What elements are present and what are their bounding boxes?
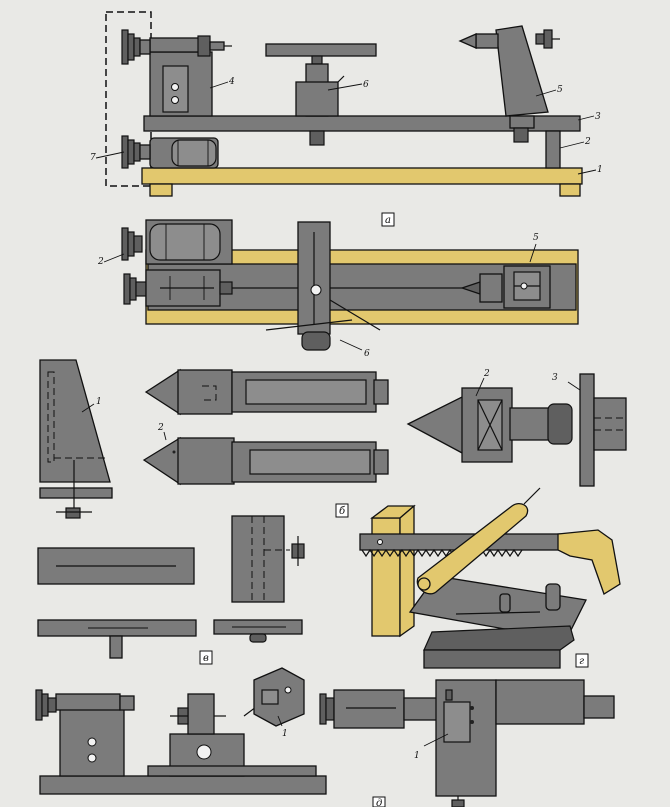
callout-6-top: 6 <box>364 349 370 359</box>
callout-3: 3 <box>595 112 601 122</box>
callout-7: 7 <box>90 153 96 163</box>
tailstock-body <box>39 359 111 483</box>
callout-6: 6 <box>363 80 369 90</box>
bottom-pulley <box>121 135 151 169</box>
panel-d-headstock-modified: 1 1 д <box>35 667 615 807</box>
bearing-center-assembly <box>406 387 573 463</box>
panel-label-g: г <box>579 656 584 667</box>
top-pulley <box>121 29 151 65</box>
live-center-upper <box>144 368 389 416</box>
panel-b-tailstock-parts: 1 2 2 <box>39 359 627 519</box>
faceplate-part <box>579 373 627 487</box>
callout-2: 2 <box>584 137 591 147</box>
panel-label-b: б <box>339 506 346 517</box>
panel-label-v: в <box>203 653 209 664</box>
callout-5-top: 5 <box>533 233 539 243</box>
callout-5: 5 <box>557 85 563 95</box>
panel-v-tool-rest-parts: в <box>37 515 305 665</box>
panel-d-right-assembly <box>319 679 615 807</box>
panel-a-top-view: 5 2 6 <box>97 219 579 359</box>
motor <box>149 137 219 169</box>
live-center-lower <box>142 436 389 486</box>
wooden-base <box>141 167 583 185</box>
callout-2-top: 2 <box>97 257 104 267</box>
callout-2-b-right: 2 <box>483 369 490 379</box>
post-block <box>231 515 285 603</box>
tailstock <box>458 25 560 143</box>
panel-label-a: а <box>385 215 391 226</box>
guide-block-part <box>253 667 305 727</box>
bed-leg <box>545 130 561 169</box>
panel-d-base <box>39 775 327 795</box>
callout-1-b: 1 <box>96 397 102 407</box>
callout-1: 1 <box>597 165 603 175</box>
panel-label-d: д <box>376 798 382 807</box>
callout-4: 4 <box>228 77 235 87</box>
callout-1-d-right: 1 <box>414 751 420 761</box>
panel-a-side-view: 4 6 5 3 2 1 7 а <box>90 11 603 227</box>
callout-3-b: 3 <box>552 373 558 383</box>
callout-1-d: 1 <box>282 729 288 739</box>
callout-2-b: 2 <box>157 423 164 433</box>
tool-rest <box>265 43 377 146</box>
saw-handle <box>557 529 621 595</box>
panel-g-jigsaw-attachment: г <box>359 487 621 669</box>
bed-rail <box>143 115 581 132</box>
